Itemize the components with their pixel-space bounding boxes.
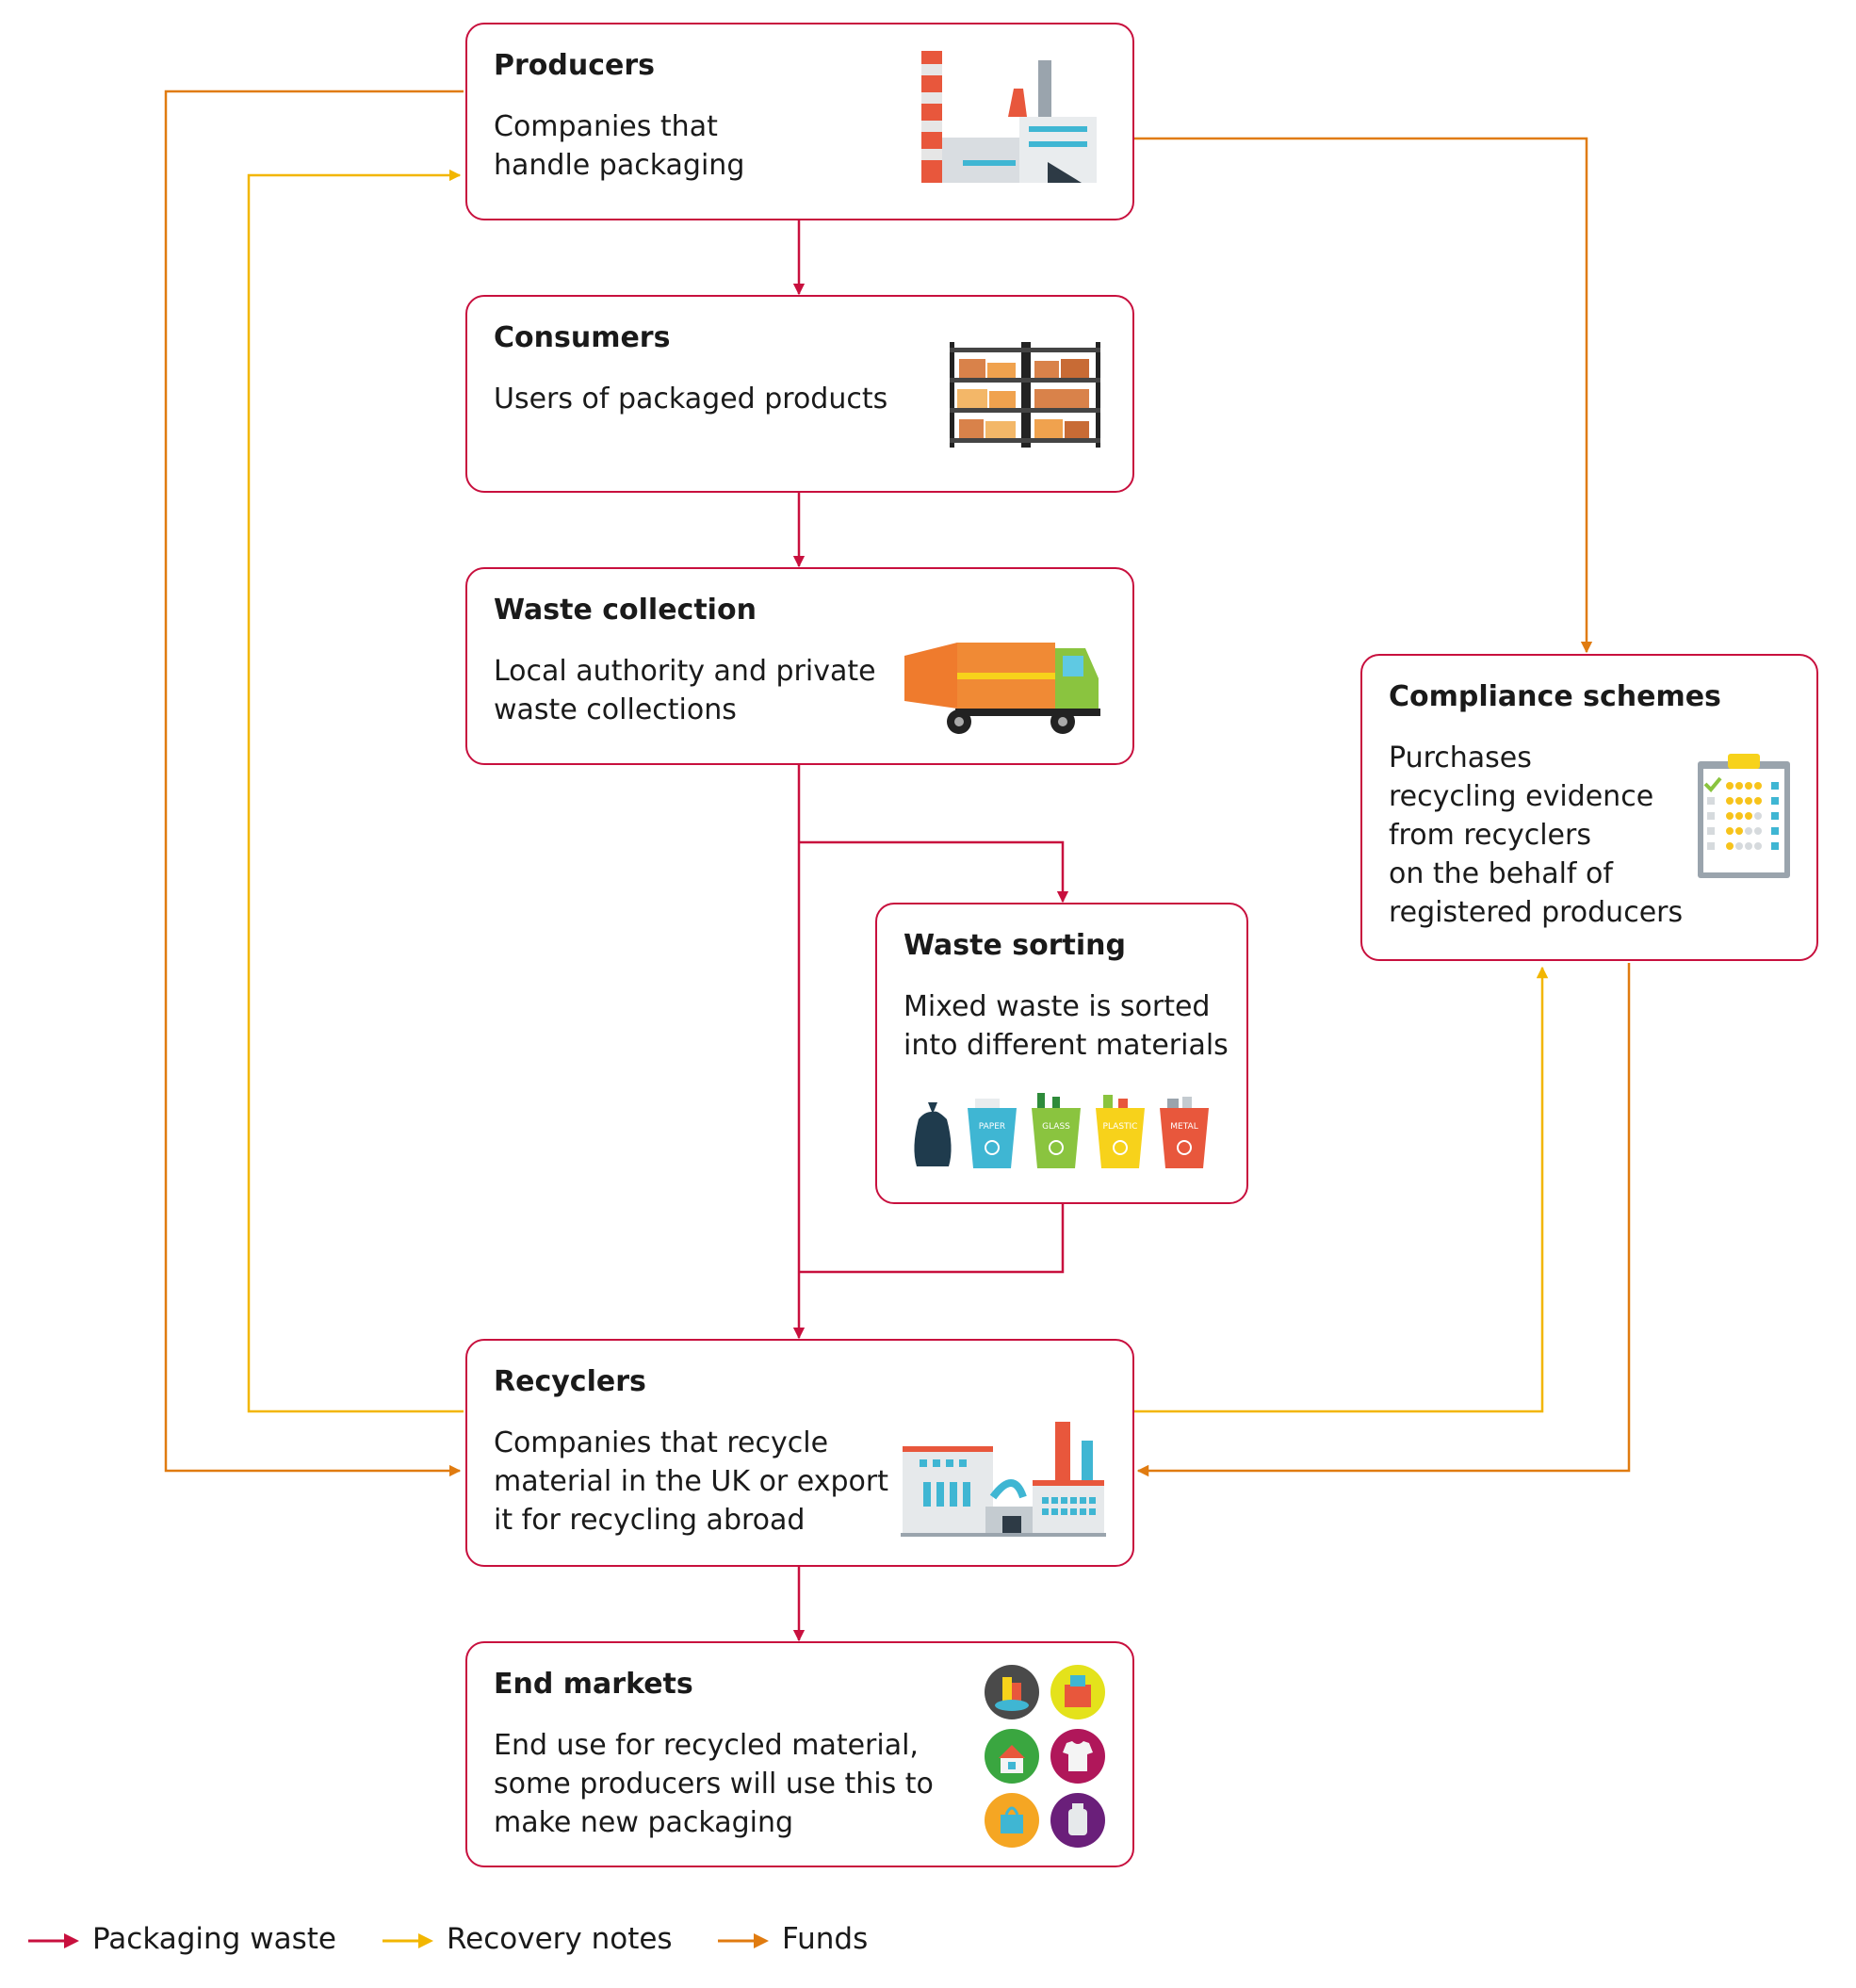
producers-desc-line: Companies that bbox=[494, 110, 718, 143]
arrow-compliance-to-recyclers-funds bbox=[1136, 963, 1631, 1477]
consumers-title: Consumers bbox=[494, 321, 671, 354]
trash-bag-icon bbox=[914, 1102, 952, 1166]
compliance-desc-line: Purchases bbox=[1389, 741, 1532, 774]
end-products-icons bbox=[985, 1665, 1105, 1848]
legend-funds: Funds bbox=[716, 1922, 923, 1960]
arrow-producers-to-compliance-funds bbox=[1134, 137, 1593, 654]
waste-collection-node: Waste collection Local authority and pri… bbox=[465, 567, 1134, 765]
waste-collection-desc-line: Local authority and private bbox=[494, 655, 876, 688]
recyclers-desc-line: Companies that recycle bbox=[494, 1426, 829, 1459]
orange-arrow-icon bbox=[718, 1933, 769, 1948]
bin-label: PLASTIC bbox=[1103, 1122, 1138, 1132]
bottle-icon bbox=[1050, 1793, 1105, 1848]
end-markets-description: End use for recycled material, some prod… bbox=[494, 1726, 934, 1842]
legend-label: Recovery notes bbox=[447, 1922, 673, 1956]
paper-bin-icon: PAPER bbox=[968, 1099, 1017, 1168]
arrow-producers-to-recyclers-funds bbox=[164, 90, 464, 1477]
consumers-desc-line: Users of packaged products bbox=[494, 383, 888, 416]
recycling-bins-icon: PAPER GLASS PLASTIC METAL bbox=[914, 1093, 1209, 1168]
producers-node: Producers Companies that handle packagin… bbox=[465, 23, 1134, 220]
arrow-recyclers-to-producers-notes bbox=[247, 169, 464, 1413]
waste-sorting-desc-line: Mixed waste is sorted bbox=[904, 990, 1211, 1023]
producers-description: Companies that handle packaging bbox=[494, 107, 744, 185]
legend-packaging-waste: Packaging waste bbox=[26, 1922, 336, 1960]
producers-title: Producers bbox=[494, 49, 656, 82]
legend-label: Funds bbox=[782, 1922, 869, 1956]
clothing-icon bbox=[1050, 1729, 1105, 1784]
recyclers-node: Recyclers Companies that recycle materia… bbox=[465, 1339, 1134, 1567]
recyclers-desc-line: material in the UK or export bbox=[494, 1465, 888, 1498]
recyclers-description: Companies that recycle material in the U… bbox=[494, 1424, 888, 1540]
compliance-desc-line: on the behalf of bbox=[1389, 857, 1613, 890]
building-materials-icon bbox=[985, 1729, 1039, 1784]
consumers-node: Consumers Users of packaged products bbox=[465, 295, 1134, 493]
waste-collection-desc-line: waste collections bbox=[494, 693, 737, 726]
plastic-bin-icon: PLASTIC bbox=[1096, 1095, 1145, 1168]
yellow-arrow-icon bbox=[383, 1933, 433, 1948]
compliance-desc-line: recycling evidence bbox=[1389, 780, 1654, 813]
compliance-schemes-node: Compliance schemes Purchases recycling e… bbox=[1360, 654, 1818, 961]
compliance-desc-line: registered producers bbox=[1389, 896, 1684, 929]
red-arrow-icon bbox=[28, 1933, 79, 1948]
legend-label: Packaging waste bbox=[92, 1922, 336, 1956]
shelves-icon bbox=[950, 342, 1100, 448]
waste-collection-title: Waste collection bbox=[494, 594, 757, 627]
end-markets-desc-line: make new packaging bbox=[494, 1806, 794, 1839]
waste-collection-description: Local authority and private waste collec… bbox=[494, 652, 876, 729]
recycling-plant-icon bbox=[901, 1422, 1106, 1537]
line-sorting-to-recyclers bbox=[799, 1204, 1065, 1274]
end-markets-node: End markets End use for recycled materia… bbox=[465, 1641, 1134, 1867]
compliance-desc-line: from recyclers bbox=[1389, 819, 1591, 852]
waste-sorting-title: Waste sorting bbox=[904, 929, 1126, 962]
recyclers-title: Recyclers bbox=[494, 1365, 646, 1398]
packaging-products-icon bbox=[985, 1665, 1039, 1719]
factory-icon bbox=[921, 51, 1097, 183]
metal-bin-icon: METAL bbox=[1160, 1097, 1209, 1168]
glass-bin-icon: GLASS bbox=[1032, 1093, 1081, 1168]
bin-label: GLASS bbox=[1042, 1122, 1070, 1132]
bin-label: PAPER bbox=[979, 1122, 1005, 1132]
end-markets-desc-line: some producers will use this to bbox=[494, 1768, 934, 1801]
compliance-schemes-title: Compliance schemes bbox=[1389, 680, 1721, 713]
recyclers-desc-line: it for recycling abroad bbox=[494, 1504, 806, 1537]
recycled-box-icon bbox=[1050, 1665, 1105, 1719]
producers-desc-line: handle packaging bbox=[494, 149, 745, 182]
end-markets-desc-line: End use for recycled material, bbox=[494, 1729, 919, 1762]
waste-sorting-description: Mixed waste is sorted into different mat… bbox=[904, 987, 1229, 1065]
waste-sorting-desc-line: into different materials bbox=[904, 1029, 1229, 1062]
arrow-recyclers-to-compliance-notes bbox=[1134, 966, 1549, 1413]
waste-sorting-node: Waste sorting Mixed waste is sorted into… bbox=[875, 903, 1248, 1204]
bin-label: METAL bbox=[1170, 1122, 1197, 1132]
garbage-truck-icon bbox=[904, 643, 1100, 734]
compliance-schemes-description: Purchases recycling evidence from recycl… bbox=[1389, 739, 1683, 932]
arrow-collection-to-sorting bbox=[799, 840, 1069, 904]
consumers-description: Users of packaged products bbox=[494, 380, 887, 418]
clipboard-rating-icon bbox=[1698, 754, 1790, 878]
legend-recovery-notes: Recovery notes bbox=[381, 1922, 682, 1960]
end-markets-title: End markets bbox=[494, 1668, 693, 1701]
shopping-bag-icon bbox=[985, 1793, 1039, 1848]
